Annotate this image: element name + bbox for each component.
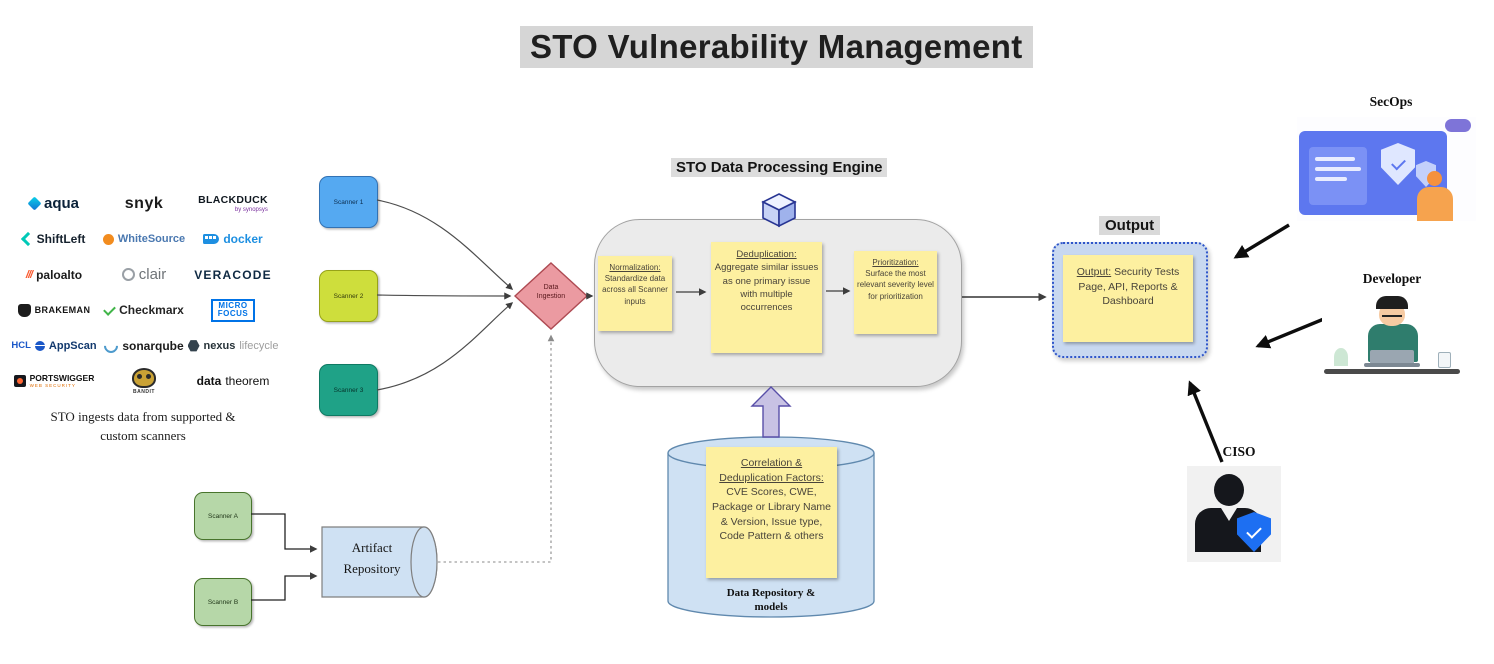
secops-label: SecOps	[1369, 94, 1413, 109]
logo-text: BRAKEMAN	[34, 305, 91, 316]
page-title: STO Vulnerability Management	[520, 26, 1033, 68]
logo-bandit: BANDIT	[132, 367, 156, 395]
connector-scannerB-artifact	[251, 572, 318, 601]
logo-text: AppScan	[48, 339, 97, 352]
connector-scanner3-ingestion	[376, 302, 514, 391]
developer-illustration	[1322, 290, 1462, 378]
logo-text: sonarqube	[122, 338, 184, 353]
nexus-hexagon-icon	[187, 340, 200, 352]
ciso-illustration	[1187, 466, 1281, 562]
logo-paloalto: /// paloalto	[26, 268, 82, 282]
logo-text: docker	[223, 232, 263, 247]
logo-sonarqube: sonarqube	[101, 335, 184, 356]
connector-artifact-ingestion-dotted	[438, 334, 555, 563]
logo-text: snyk	[124, 194, 164, 212]
logo-text: ShiftLeft	[36, 232, 86, 247]
logo-text: Checkmarx	[119, 303, 184, 318]
logo-text: WhiteSource	[117, 233, 186, 246]
person-figure	[1214, 474, 1244, 506]
logo-text: PORTSWIGGER	[29, 373, 95, 384]
globe-icon	[34, 340, 45, 351]
logo-text: BANDIT	[133, 388, 155, 395]
logo-subtext: WEB SECURITY	[29, 382, 76, 388]
logo-veracode: VERACODE	[194, 268, 272, 282]
glasses-icon	[1382, 311, 1402, 317]
repository-caption: Data Repository & models	[726, 587, 816, 613]
desk-shape	[1324, 369, 1460, 374]
note-deduplication: Deduplication: Aggregate similar issues …	[711, 242, 822, 353]
note-prioritization: Prioritization: Surface the most relevan…	[854, 251, 937, 334]
logo-text: theorem	[225, 374, 270, 389]
connector-scanner1-ingestion	[376, 199, 514, 290]
node-scanner-2: Scanner 2	[319, 270, 378, 322]
logo-text: lifecycle	[239, 339, 279, 352]
engine-title: STO Data Processing Engine	[671, 158, 888, 177]
connector-scanner2-ingestion	[376, 292, 512, 300]
secops-illustration	[1297, 117, 1476, 221]
check-icon	[1390, 155, 1406, 170]
paloalto-icon: ///	[25, 268, 33, 281]
logo-subtext: by synopsys	[234, 207, 268, 214]
cloud-icon	[1445, 119, 1471, 132]
note-correlation-factors: Correlation & Deduplication Factors: CVE…	[706, 447, 837, 578]
logo-aqua: aqua	[27, 195, 79, 213]
logo-shiftleft: ShiftLeft	[20, 232, 86, 247]
cube-icon	[759, 192, 799, 228]
mug-icon	[1438, 352, 1451, 368]
logo-brakeman: BRAKEMAN	[17, 303, 91, 317]
logo-nexus-lifecycle: nexus lifecycle	[187, 339, 279, 352]
node-scanner-1: Scanner 1	[319, 176, 378, 228]
logo-text: clair	[138, 266, 167, 284]
logo-docker: docker	[203, 232, 263, 247]
card-shape	[1309, 147, 1367, 205]
laptop-icon	[1370, 350, 1414, 364]
output-title: Output	[1099, 216, 1161, 235]
docker-whale-icon	[203, 234, 220, 245]
note-output: Output: Security Tests Page, API, Report…	[1063, 255, 1193, 342]
logo-hcl-appscan: HCL AppScan	[11, 340, 96, 352]
whitesource-icon	[102, 233, 114, 245]
developer-label: Developer	[1362, 271, 1422, 286]
node-scanner-3: Scanner 3	[319, 364, 378, 416]
up-block-arrow	[750, 386, 792, 438]
node-scanner-b: Scanner B	[194, 578, 252, 626]
brakeman-icon	[17, 303, 31, 317]
logo-text: HCL	[11, 340, 31, 352]
plant-shape	[1334, 348, 1348, 366]
scanners-caption: STO ingests data from supported & custom…	[50, 409, 236, 443]
logo-snyk: snyk	[125, 195, 163, 213]
clair-icon	[121, 268, 135, 282]
portswigger-icon	[13, 375, 26, 388]
check-icon	[1246, 522, 1262, 539]
bandit-owl-icon	[132, 367, 156, 388]
artifact-repository-label: Artifact Repository	[343, 540, 401, 576]
data-ingestion-label: Data Ingestion	[536, 284, 566, 301]
logo-clair: clair	[121, 266, 167, 284]
logo-checkmarx: Checkmarx	[103, 302, 184, 318]
logo-text: VERACODE	[194, 267, 272, 282]
logo-text: data	[196, 374, 222, 389]
logo-whitesource: WhiteSource	[102, 233, 186, 246]
checkmarx-icon	[103, 302, 117, 316]
logo-text: nexus	[203, 339, 236, 352]
sonarqube-icon	[101, 335, 122, 356]
person-figure	[1427, 171, 1442, 186]
aqua-icon	[27, 196, 42, 211]
logo-text: paloalto	[36, 267, 83, 282]
arrow-secops-to-output	[1233, 223, 1290, 259]
ciso-label: CISO	[1222, 444, 1256, 459]
connector-scannerA-artifact	[251, 513, 318, 553]
shiftleft-icon	[20, 232, 35, 247]
logo-portswigger: PORTSWIGGER WEB SECURITY	[13, 373, 95, 388]
note-normalization: Normalization: Standardize data across a…	[598, 256, 672, 331]
node-scanner-a: Scanner A	[194, 492, 252, 540]
logo-text: aqua	[43, 195, 79, 213]
